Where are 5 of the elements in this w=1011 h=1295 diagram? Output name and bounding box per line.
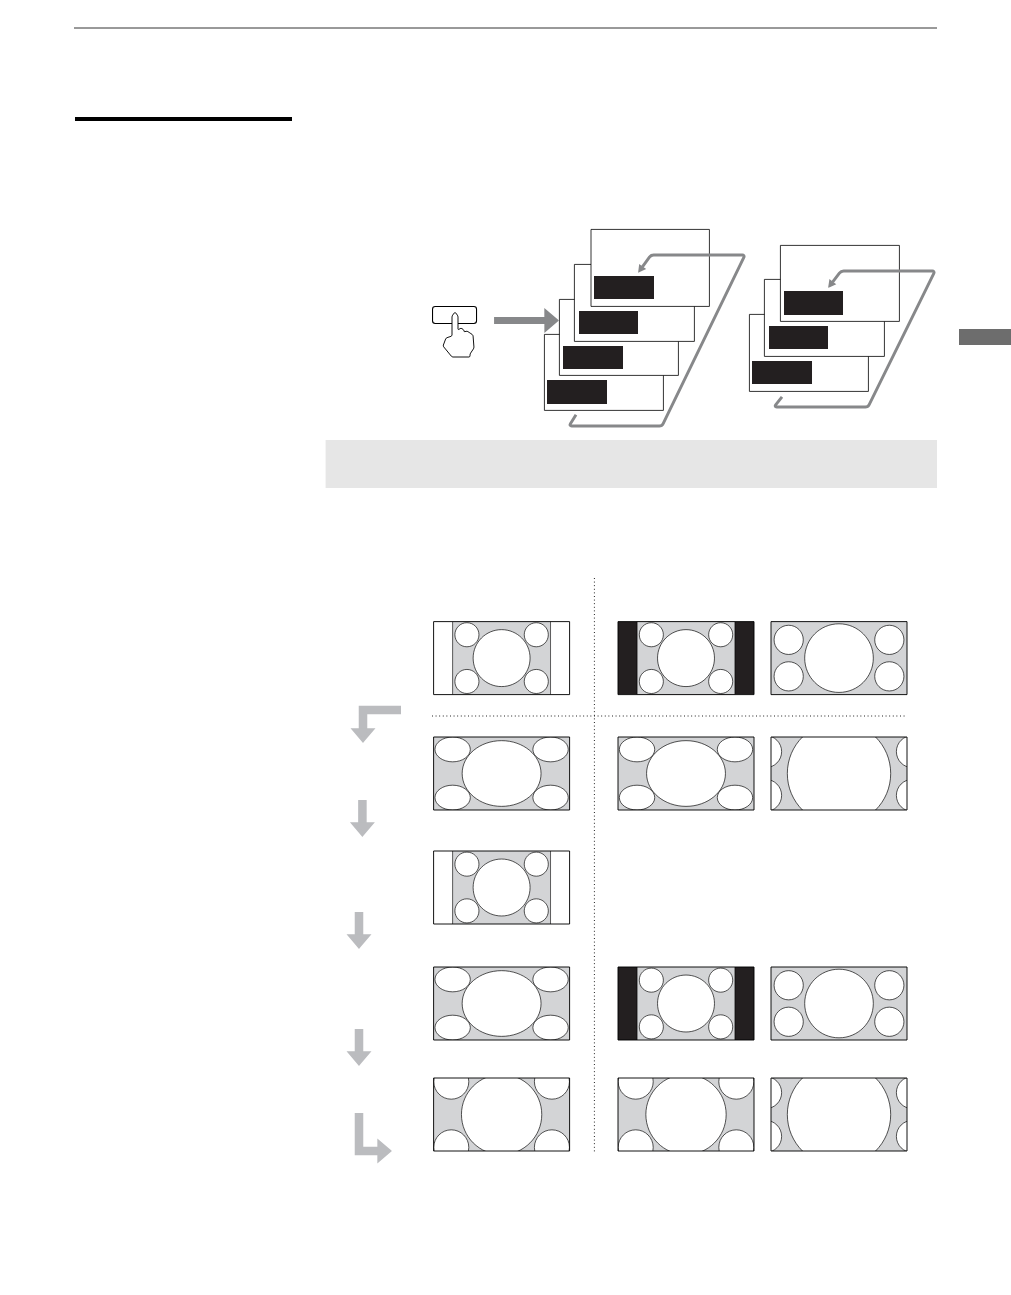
screen-card [780, 245, 900, 322]
screen-card [590, 229, 710, 307]
loop-arrow [568, 253, 746, 428]
hand-button-drawing [432, 306, 478, 358]
loop-arrow [773, 269, 936, 409]
